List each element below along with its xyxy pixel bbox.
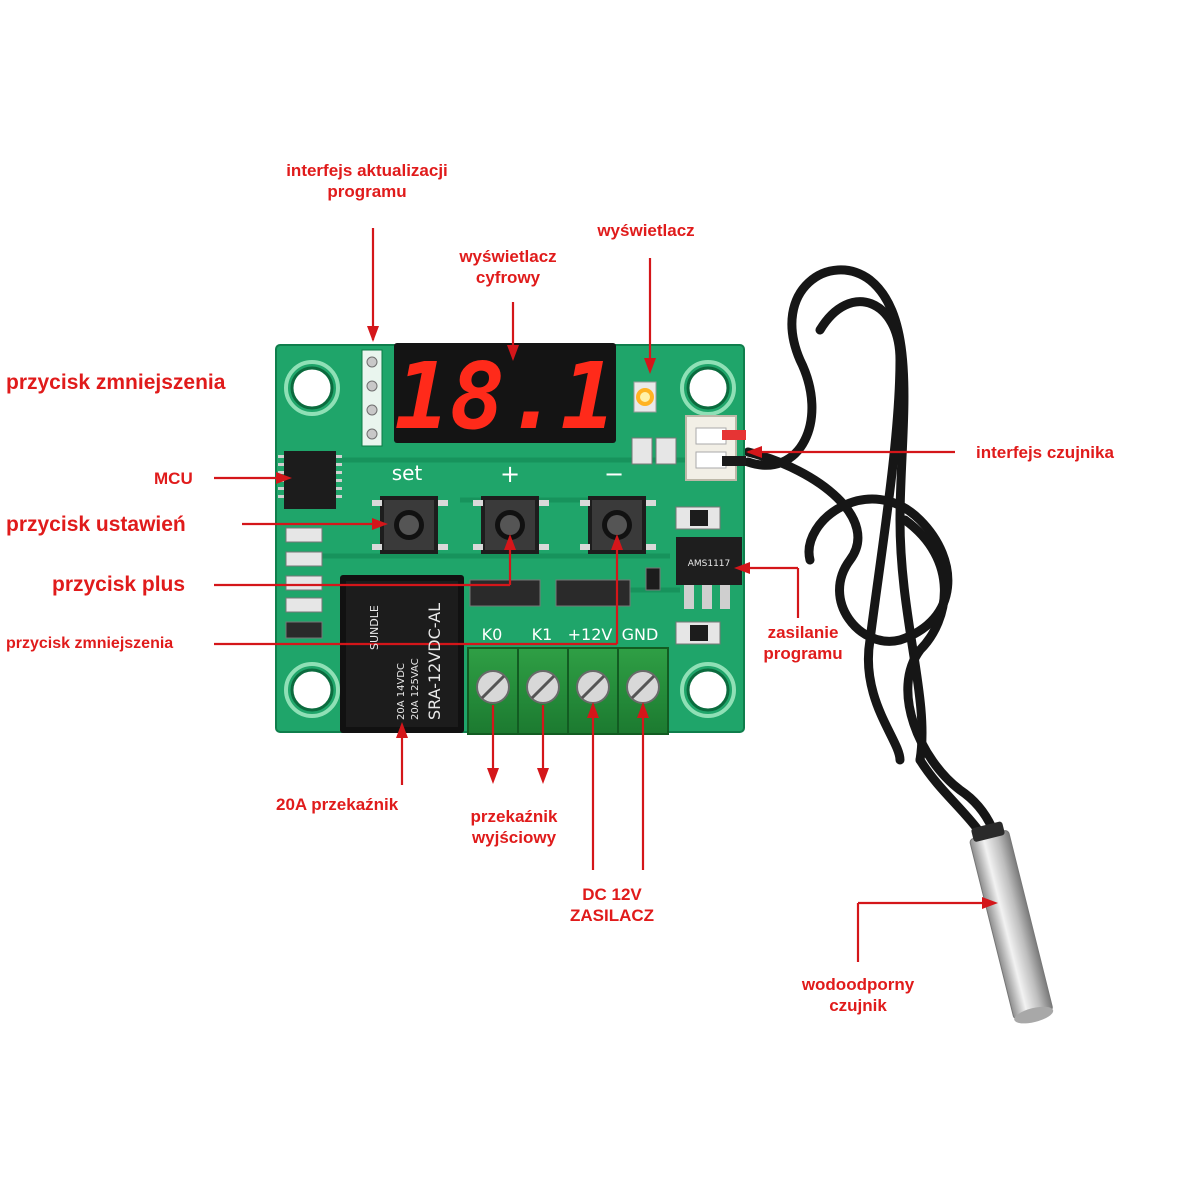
label-waterproof-sensor: wodoodporny czujnik: [802, 974, 914, 1017]
leader-lines: [214, 228, 994, 962]
label-mcu: MCU: [154, 469, 193, 488]
label-plus-button: przycisk plus: [52, 573, 186, 596]
label-waterproof-sensor-line2: czujnik: [829, 996, 887, 1016]
label-display: wyświetlacz: [597, 221, 695, 240]
label-output-relay: przekaźnik wyjściowy: [471, 806, 558, 849]
push-buttons: [372, 496, 656, 554]
smd-dark: [690, 510, 708, 641]
probe: [969, 821, 1054, 1024]
label-dc12v-line1: DC 12V: [582, 885, 642, 904]
silk-minus: −: [604, 460, 624, 488]
relay-rating-2: 20A 125VAC: [410, 658, 421, 720]
set-button-body: [380, 496, 438, 554]
label-decrease-button-bottom: przycisk zmniejszenia: [6, 635, 174, 652]
label-settings-button: przycisk ustawień: [6, 513, 186, 536]
voltage-regulator: [676, 537, 742, 609]
label-relay-20a: 20A przekaźnik: [276, 795, 399, 814]
silk-k1: K1: [532, 625, 553, 644]
display-digits: 18.1: [394, 343, 616, 450]
sensor-connector: [685, 415, 746, 481]
relay-brand-text: SUNDLE: [368, 605, 381, 650]
label-decrease-button-top: przycisk zmniejszenia: [6, 371, 226, 394]
silk-plus: +: [500, 460, 520, 488]
label-digital-display-line1: wyświetlacz: [459, 247, 557, 266]
label-update-interface-line1: interfejs aktualizacji: [286, 161, 448, 180]
silk-k0: K0: [482, 625, 503, 644]
label-update-interface-line2: programu: [327, 182, 407, 202]
label-program-power: zasilanie programu: [763, 622, 842, 665]
relay: [340, 575, 464, 733]
label-output-relay-line2: wyjściowy: [471, 828, 557, 848]
label-program-power-line1: zasilanie: [767, 623, 839, 642]
led-display-module: [394, 343, 616, 443]
status-led: [633, 381, 657, 413]
label-digital-display-line2: cyfrowy: [475, 268, 541, 288]
label-digital-display: wyświetlacz cyfrowy: [459, 246, 556, 289]
label-sensor-interface: interfejs czujnika: [976, 443, 1114, 462]
label-update-interface: interfejs aktualizacji programu: [286, 160, 448, 203]
arrow-heads: [276, 326, 998, 909]
label-waterproof-sensor-line1: wodoodporny: [801, 975, 915, 994]
relay-model-text: SRA-12VDC-AL: [425, 603, 444, 720]
silk-gnd: GND: [622, 625, 659, 644]
mcu-chip: [278, 451, 342, 509]
label-dc12v-supply: DC 12V ZASILACZ: [570, 884, 654, 927]
relay-rating-1: 20A 14VDC: [396, 663, 407, 720]
label-dc12v-line2: ZASILACZ: [569, 906, 655, 926]
silk-12v: +12V: [568, 625, 613, 644]
silk-set: set: [392, 461, 423, 485]
sensor-cable: [743, 265, 1010, 885]
regulator-text: AMS1117: [688, 559, 731, 569]
label-output-relay-line1: przekaźnik: [470, 807, 558, 826]
terminal-block: [467, 647, 669, 735]
label-program-power-line2: programu: [763, 644, 843, 664]
